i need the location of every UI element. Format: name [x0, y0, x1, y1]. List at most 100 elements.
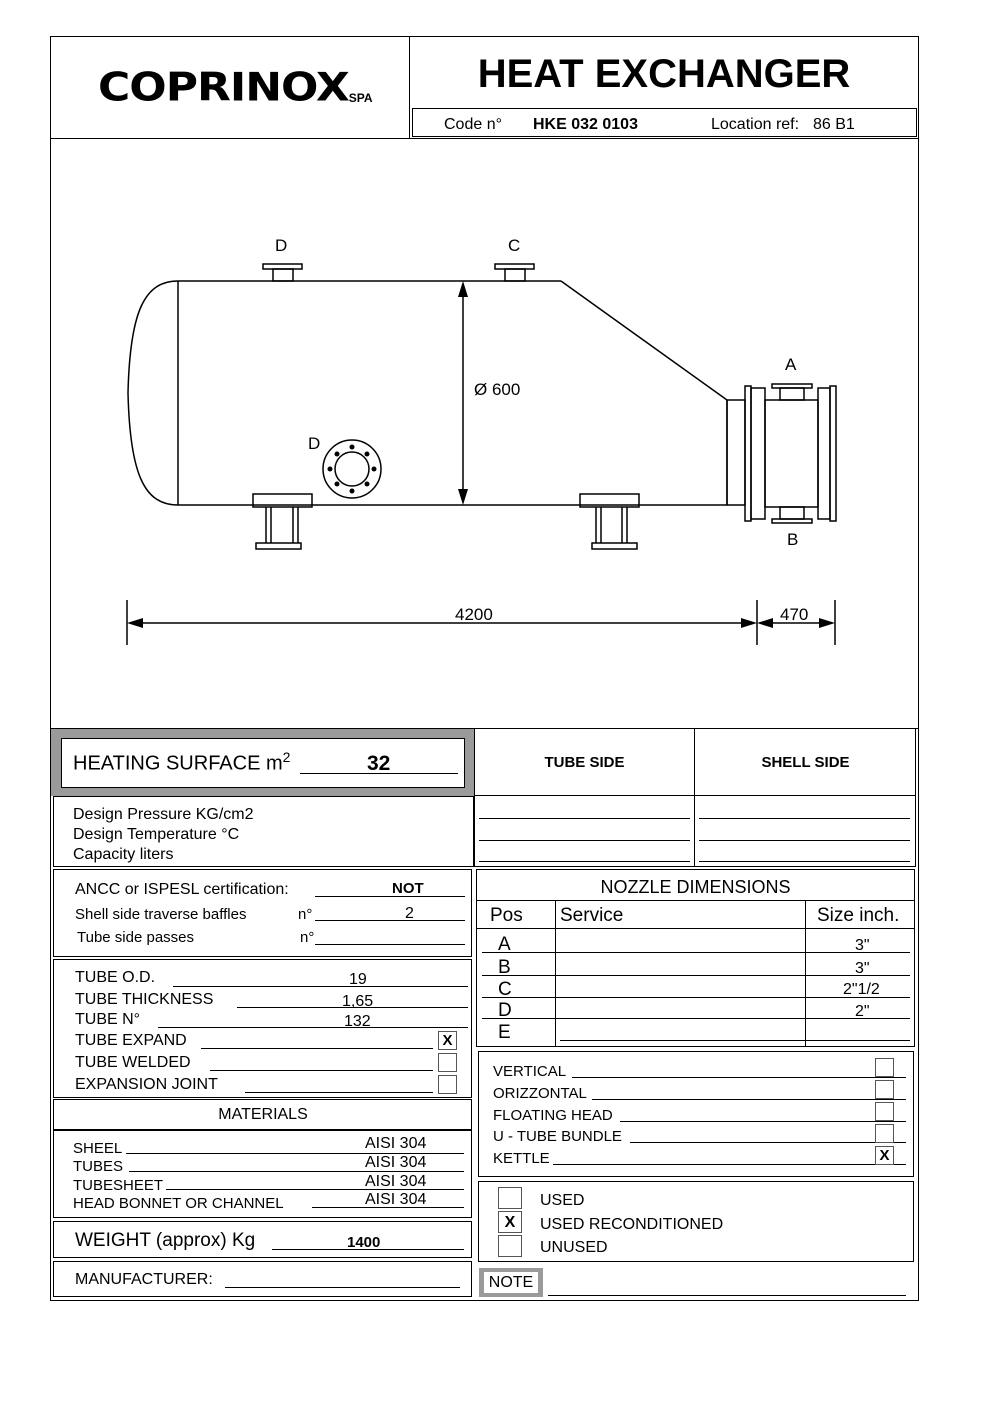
label-nozzle-d-side: D: [308, 434, 321, 453]
shell-side-line-1: [699, 818, 910, 819]
type-line-u-tube: [630, 1142, 906, 1143]
baffles-label: Shell side traverse baffles: [75, 906, 247, 923]
certification-box: [53, 869, 472, 957]
unused-checkbox[interactable]: [498, 1235, 522, 1257]
type-label-horizontal: ORIZZONTAL: [493, 1085, 587, 1102]
baffles-n: n°: [298, 906, 313, 923]
shell-side-line-2: [699, 840, 910, 841]
capacity-label: Capacity liters: [73, 846, 174, 863]
ancc-value: NOT: [392, 880, 424, 897]
material-line-shell: [126, 1153, 464, 1154]
ancc-line: [315, 896, 465, 897]
materials-title: MATERIALS: [218, 1106, 308, 1123]
nozzle-title: NOZZLE DIMENSIONS: [600, 877, 791, 897]
header-divider: [409, 36, 410, 139]
materials-title-box: [53, 1099, 472, 1130]
expansion-joint-checkbox[interactable]: [438, 1075, 457, 1094]
nozzle-row-line-e: [560, 1040, 910, 1041]
label-nozzle-c-top: C: [508, 236, 521, 255]
nozzle-size-b: 3": [855, 960, 870, 977]
tube-side-heading: TUBE SIDE: [544, 754, 625, 771]
heating-label: HEATING SURFACE m2: [73, 749, 291, 775]
horizontal-checkbox[interactable]: [875, 1080, 894, 1099]
tube-thickness-value: 1,65: [342, 993, 374, 1010]
weight-label: WEIGHT (approx) Kg: [75, 1230, 256, 1251]
saddle-left: [252, 493, 313, 508]
tube-welded-line: [210, 1070, 433, 1071]
used-checkbox[interactable]: [498, 1187, 522, 1209]
company-logo: COPRINOXSPA: [98, 62, 373, 113]
nozzle-pos-b: B: [498, 957, 511, 978]
used-label: USED: [540, 1192, 585, 1209]
label-nozzle-a: A: [785, 355, 797, 374]
material-value-shell: AISI 304: [365, 1135, 427, 1152]
design-pressure-label: Design Pressure KG/cm2: [73, 806, 254, 823]
nozzle-pos-d: D: [498, 1000, 512, 1021]
type-line-floating-head: [620, 1121, 906, 1122]
nozzle-size-a: 3": [855, 937, 870, 954]
nozzle-col-divider-2: [805, 900, 806, 1047]
tube-thickness-line: [237, 1007, 468, 1008]
header-bottom: [50, 138, 919, 139]
tube-expand-label: TUBE EXPAND: [75, 1032, 187, 1049]
type-line-horizontal: [592, 1099, 906, 1100]
exchanger-drawing: [126, 263, 837, 645]
tube-side-line-1: [479, 818, 690, 819]
nozzle-pos-c: C: [498, 979, 512, 1000]
material-value-tubes: AISI 304: [365, 1154, 427, 1171]
heating-value: 32: [367, 752, 391, 775]
design-box: [53, 796, 474, 867]
kettle-checkbox[interactable]: X: [875, 1146, 894, 1165]
tube-n-label: TUBE N°: [75, 1011, 141, 1028]
tubes-box: [53, 959, 472, 1098]
type-line-kettle: [553, 1164, 906, 1165]
nozzle-row-line-d: [482, 1018, 910, 1019]
nozzle-pos-e: E: [498, 1022, 511, 1043]
vertical-checkbox[interactable]: [875, 1058, 894, 1077]
logo-text: COPRINOX: [98, 64, 350, 111]
material-label-tubes: TUBES: [73, 1158, 124, 1175]
nozzle-title-bottom: [476, 900, 915, 901]
material-line-tubes: [129, 1171, 464, 1172]
tube-thickness-label: TUBE THICKNESS: [75, 991, 214, 1008]
weight-value: 1400: [347, 1234, 381, 1251]
materials-box: [53, 1130, 472, 1218]
label-nozzle-d-top: D: [275, 236, 288, 255]
tube-side-line-3: [479, 861, 690, 862]
note-line: [548, 1295, 906, 1296]
nozzle-b: [779, 506, 805, 520]
code-value: HKE 032 0103: [533, 116, 638, 133]
nozzle-size-d: 2": [855, 1003, 870, 1020]
manufacturer-label: MANUFACTURER:: [75, 1271, 213, 1288]
floating-head-checkbox[interactable]: [875, 1102, 894, 1121]
tube-welded-checkbox[interactable]: [438, 1053, 457, 1072]
baffles-value: 2: [405, 905, 414, 922]
logo-suffix: SPA: [348, 91, 373, 105]
used-reconditioned-checkbox[interactable]: X: [498, 1211, 522, 1233]
code-box: [412, 108, 917, 137]
shell-side-heading: SHELL SIDE: [761, 754, 850, 771]
saddle-right: [579, 493, 640, 508]
heating-line: [300, 773, 458, 774]
material-line-channel: [312, 1207, 464, 1208]
material-value-channel: AISI 304: [365, 1191, 427, 1208]
sides-divider: [694, 728, 695, 867]
tube-side-line-2: [479, 840, 690, 841]
heating-box: [61, 738, 465, 788]
sheet-frame: [50, 36, 919, 1301]
unused-label: UNUSED: [540, 1239, 608, 1256]
nozzle-header-bottom: [476, 928, 915, 929]
type-label-u-tube: U - TUBE BUNDLE: [493, 1128, 622, 1145]
label-length-channel: 470: [780, 605, 809, 624]
channel-body: [726, 399, 746, 506]
weight-box: [53, 1221, 472, 1258]
material-label-tubesheet: TUBESHEET: [73, 1177, 164, 1194]
nozzle-col-size: Size inch.: [817, 905, 900, 926]
tube-expand-checkbox[interactable]: X: [438, 1031, 457, 1050]
location-label: Location ref:: [711, 116, 800, 133]
shell-head: [127, 280, 179, 506]
used-reconditioned-label: USED RECONDITIONED: [540, 1216, 724, 1233]
material-line-tubesheet: [166, 1189, 464, 1190]
u-tube-checkbox[interactable]: [875, 1124, 894, 1143]
passes-n: n°: [300, 929, 315, 946]
